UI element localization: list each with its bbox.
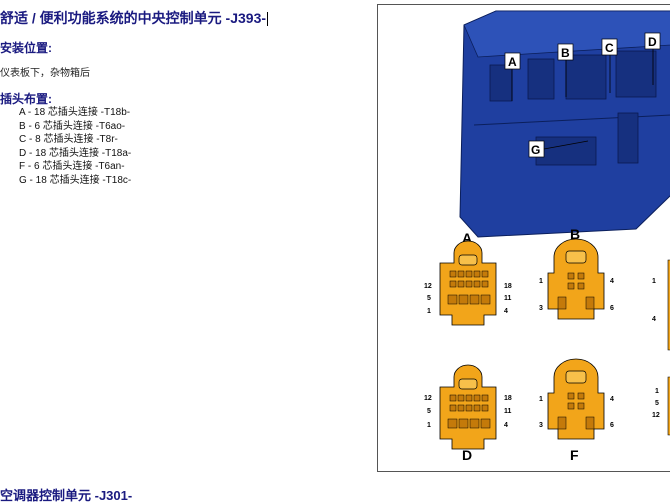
unit-label-d-box	[644, 32, 661, 50]
connector-d-pin-5: 5	[427, 408, 431, 415]
partial-bottom-pin-12: 12	[652, 412, 660, 419]
connector-f-pin-4: 4	[610, 396, 614, 403]
partial-bottom-pin-5: 5	[655, 400, 659, 407]
unit-label-c: C	[605, 41, 614, 55]
install-heading: 安装位置:	[0, 41, 52, 55]
connector-f-label: F	[570, 447, 579, 463]
connector-a-pin-5: 5	[427, 295, 431, 302]
connector-d-pin-18: 18	[504, 395, 512, 402]
connector-a-pin-18: 18	[504, 283, 512, 290]
connector-b-label: B	[570, 226, 580, 242]
connector-f-pin-1: 1	[539, 396, 543, 403]
figure-svg: A B C D G A 12 5 1 18 11 4 B	[424, 10, 670, 463]
connector-b-pin-1: 1	[539, 278, 543, 285]
unit-label-c-box	[601, 38, 618, 56]
unit-label-b-box	[557, 43, 574, 61]
unit-label-b: B	[561, 46, 570, 60]
connector-b-pin-6: 6	[610, 305, 614, 312]
text-cursor	[267, 12, 269, 27]
partial-bottom-pin-1: 1	[655, 388, 659, 395]
next-section-title: 空调器控制单元 -J301-	[0, 488, 133, 503]
plug-item: G - 18 芯插头连接 -T18c-	[19, 174, 132, 186]
plug-item: F - 6 芯插头连接 -T6an-	[19, 161, 125, 173]
connector-d-pin-1: 1	[427, 422, 431, 429]
connector-b-pin-4: 4	[610, 278, 614, 285]
unit-label-g: G	[531, 143, 540, 157]
connector-a-pin-11: 11	[504, 295, 512, 302]
plug-item: A - 18 芯插头连接 -T18b-	[19, 107, 131, 118]
connector-b-pin-3: 3	[539, 305, 543, 312]
connector-a-pin-12: 12	[424, 283, 432, 290]
connector-d-pin-11: 11	[504, 408, 512, 415]
plug-item: B - 6 芯插头连接 -T6ao-	[19, 120, 126, 132]
connector-d-pin-12: 12	[424, 395, 432, 402]
page-title: 舒适 / 便利功能系统的中央控制单元 -J393-	[0, 10, 269, 27]
unit-label-a-box	[504, 52, 521, 70]
connector-d-label: D	[462, 447, 472, 463]
plug-heading: 插头布置:	[0, 92, 52, 106]
unit-label-d: D	[648, 35, 657, 49]
unit-label-a: A	[508, 55, 517, 69]
install-location: 仪表板下，杂物箱后	[0, 68, 90, 79]
control-unit-figure: A B C D G A 12 5 1 18 11 4 B	[377, 4, 670, 472]
connector-d-pin-4: 4	[504, 422, 508, 429]
connector-a-pin-4: 4	[504, 308, 508, 315]
connector-a-pin-1: 1	[427, 308, 431, 315]
housing-top-face	[463, 10, 670, 58]
plug-item: D - 18 芯插头连接 -T18a-	[19, 147, 132, 159]
connector-f-pin-3: 3	[539, 422, 543, 429]
plug-item: C - 8 芯插头连接 -T8r-	[19, 134, 118, 146]
partial-top-pin-4: 4	[652, 316, 656, 323]
plug-list: A - 18 芯插头连接 -T18b- B - 6 芯插头连接 -T6ao- C…	[19, 106, 131, 188]
partial-top-pin-1: 1	[652, 278, 656, 285]
connector-f-pin-6: 6	[610, 422, 614, 429]
connector-a-label: A	[462, 230, 472, 246]
